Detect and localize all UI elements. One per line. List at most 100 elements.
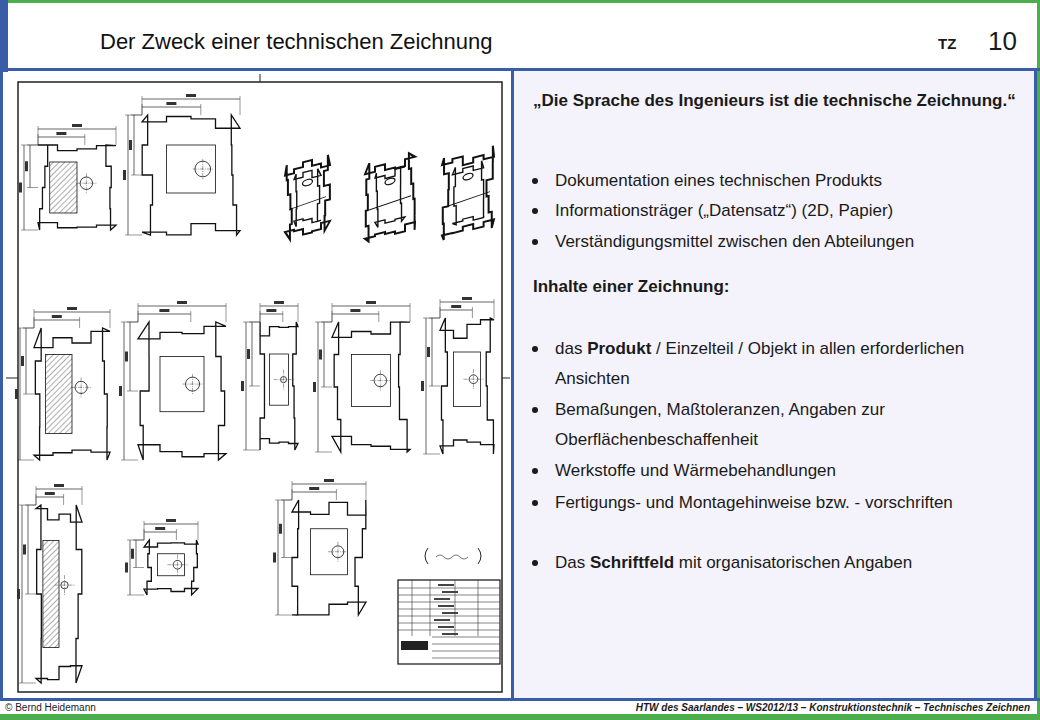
center-line (64, 575, 65, 595)
note-brackets (425, 548, 481, 564)
extension-line (25, 594, 36, 595)
drawing-frame (18, 82, 502, 692)
dimension-value (25, 161, 28, 171)
edge-line (446, 192, 490, 207)
text-run: 10 (988, 26, 1017, 56)
extension-line (133, 567, 144, 568)
edge-line (289, 197, 326, 210)
dimension-line (136, 540, 137, 568)
part-outline (36, 505, 82, 683)
dimension-value (313, 382, 316, 392)
text-run: TZ (938, 35, 956, 52)
section-heading: Inhalte einer Zeichnung: (533, 272, 1013, 302)
dimension-value (273, 553, 276, 563)
dimension-value (155, 527, 165, 530)
dimension-line (34, 320, 80, 321)
bullet-dot (532, 560, 538, 566)
dimension-value (23, 545, 26, 555)
dimension-value (427, 347, 430, 357)
dimension-value (56, 132, 66, 135)
extension-line (17, 460, 34, 461)
bullet-dot (532, 468, 538, 474)
bullet-text: Verständigungsmittel zwischen den Abteil… (555, 227, 1005, 257)
title-block-rule (432, 658, 500, 659)
dimension-value (462, 297, 472, 300)
title-block-rule (432, 644, 500, 645)
extension-line (472, 307, 473, 318)
dimension-value (125, 352, 128, 362)
part-view (17, 484, 82, 683)
dimension-line (426, 318, 427, 454)
dimension-value (350, 309, 360, 312)
blue-rule (0, 68, 1040, 71)
center-line (81, 377, 82, 397)
title-block-frame (398, 580, 500, 664)
bullet-text: Das Schriftfeld mit organisatorischen An… (555, 548, 1005, 578)
title-block-rule (398, 595, 500, 596)
slide-title: Der Zweck einer technischen Zeichnung (100, 28, 493, 55)
part-view (241, 301, 298, 450)
dimension-line (28, 505, 29, 594)
section-hatch (50, 162, 77, 213)
dimension-line (144, 524, 198, 525)
dimension-value (247, 349, 250, 359)
title-block-entry (442, 612, 458, 614)
center-line (337, 542, 338, 562)
dimension-value (21, 356, 24, 366)
slide-code: TZ (938, 35, 956, 53)
part-outline (294, 168, 321, 227)
part-outline (38, 145, 116, 230)
bore (385, 177, 395, 185)
isometric-view (285, 154, 330, 240)
dimension-value (131, 549, 134, 559)
page-number: 10 (988, 26, 1017, 57)
bullet-dot (532, 346, 538, 352)
dimension-value (421, 381, 424, 391)
bullet-text: das Produkt / Einzelteil / Objekt in all… (555, 334, 1005, 394)
extension-line (127, 595, 144, 596)
dimension-line (24, 145, 25, 230)
bore (463, 172, 473, 180)
extension-line (243, 450, 260, 451)
bullet-dot (532, 178, 538, 184)
extension-line (23, 394, 34, 395)
dimension-value (324, 479, 334, 482)
center-line (380, 371, 381, 391)
title-block-rule (455, 580, 456, 636)
part-view (119, 301, 226, 460)
dimension-value (119, 386, 122, 396)
dimension-line (260, 314, 283, 315)
part-outline (452, 160, 483, 225)
extension-line (121, 460, 138, 461)
part-outline (260, 322, 298, 450)
extension-line (84, 134, 85, 145)
title-block-rule (398, 623, 500, 624)
extension-line (19, 505, 36, 506)
extension-line (79, 317, 80, 328)
title-block-rule (432, 651, 500, 652)
part-outline (332, 322, 410, 452)
dimension-line (332, 306, 410, 307)
title-block-rule (432, 637, 500, 638)
extension-line (336, 489, 337, 500)
title-block-entry (442, 591, 458, 593)
dimension-value (52, 315, 62, 318)
blue-rule (0, 698, 1040, 701)
center-line (202, 159, 203, 179)
bullet-text: Bemaßungen, Maßtoleranzen, Angaben zur O… (555, 395, 1005, 455)
blue-rule (0, 70, 3, 700)
extension-line (17, 328, 34, 329)
section-hatch (43, 541, 59, 648)
dimension-value (166, 102, 176, 105)
bullet-dot (532, 407, 538, 413)
dimension-line (38, 129, 116, 130)
dimension-line (34, 312, 110, 313)
text-run: das (555, 339, 587, 358)
title-block-rule (430, 580, 431, 636)
part-view (125, 519, 198, 595)
dimension-line (284, 500, 285, 558)
footer-note: HTW des Saarlandes – WS2012/13 – Konstru… (520, 702, 1030, 714)
extension-line (176, 529, 177, 540)
extension-line (315, 452, 332, 453)
part-view (15, 307, 110, 460)
